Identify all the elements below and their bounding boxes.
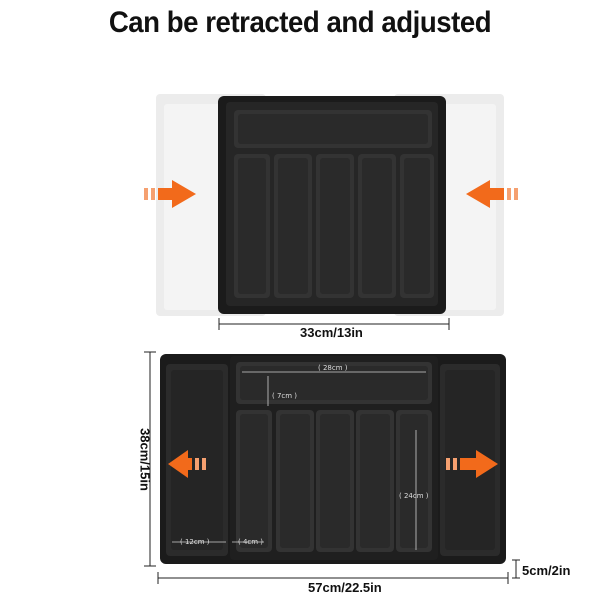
top-compartment-depth-label: ( 7cm ): [272, 392, 298, 400]
bottom-height-dimension: [512, 559, 520, 579]
top-tray-slots: [234, 154, 434, 298]
bottom-width-dimension: [157, 572, 509, 584]
inner-measure-guides: [172, 371, 426, 550]
top-tray: [218, 96, 446, 314]
bottom-depth-label: 38cm/15in: [137, 428, 153, 491]
bottom-width-label: 57cm/22.5in: [308, 580, 382, 595]
headline: Can be retracted and adjusted: [108, 6, 492, 39]
top-width-label: 33cm/13in: [300, 325, 363, 340]
arrow-right-icon: [144, 180, 196, 208]
arrow-left-icon: [466, 180, 518, 208]
arrow-right-icon: [446, 450, 498, 478]
slot-width-label: ( 4cm ): [238, 538, 264, 546]
bottom-depth-dimension: [144, 351, 156, 567]
arrow-left-icon: [168, 450, 206, 478]
bottom-height-label: 5cm/2in: [522, 563, 571, 578]
side-tray-width-label: ( 12cm ): [180, 538, 210, 546]
top-width-dimension: [218, 318, 450, 330]
long-slot-length-label: ( 24cm ): [399, 492, 429, 500]
bottom-tray-slots: [236, 410, 432, 552]
top-compartment-width-label: ( 28cm ): [318, 364, 348, 372]
